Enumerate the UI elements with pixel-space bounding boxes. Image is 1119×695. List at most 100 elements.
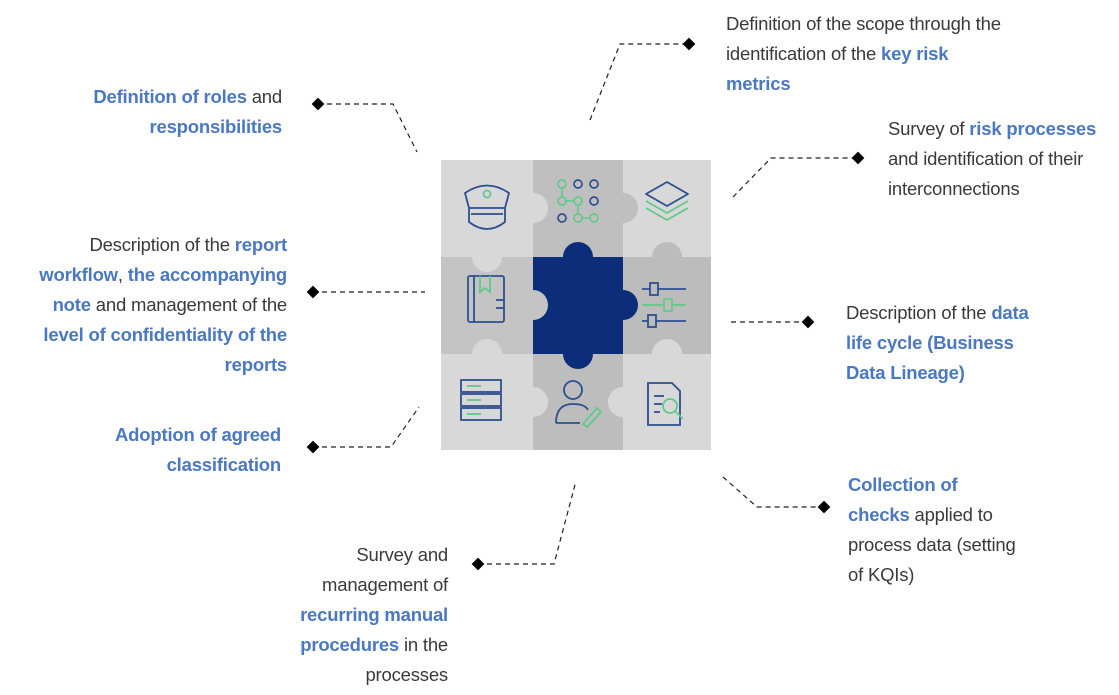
label-text: applied to: [909, 504, 993, 525]
label-roles: Definition of roles and responsibilities: [93, 82, 282, 142]
label-text: processes: [365, 664, 448, 685]
highlighted-text: checks: [848, 504, 910, 525]
network-nodes-icon: [557, 179, 599, 223]
label-line: Description of the report: [39, 230, 287, 260]
highlighted-text: data: [991, 302, 1029, 323]
label-line: Data Lineage): [846, 358, 1029, 388]
label-line: procedures in the: [300, 630, 448, 660]
document-stack-icon: [460, 379, 502, 421]
highlighted-text: responsibilities: [149, 116, 282, 137]
puzzle-knob: [608, 193, 638, 223]
label-line: checks applied to: [848, 500, 1016, 530]
puzzle-knob: [652, 242, 682, 272]
connector-diamond: [817, 500, 831, 514]
label-line: recurring manual: [300, 600, 448, 630]
user-edit-icon: [555, 380, 603, 429]
highlighted-text: metrics: [726, 73, 791, 94]
highlighted-text: Collection of: [848, 474, 958, 495]
highlighted-text: recurring manual: [300, 604, 448, 625]
highlighted-text: procedures: [300, 634, 399, 655]
connector-diamond: [306, 285, 320, 299]
puzzle-piece-center: [533, 257, 623, 354]
label-line: Definition of the scope through the: [726, 9, 1001, 39]
connector-checks: [722, 476, 824, 508]
label-line: Description of the data: [846, 298, 1029, 328]
highlighted-text: level of confidentiality of the: [43, 324, 287, 345]
label-line: processes: [300, 660, 448, 690]
connector-manual-procedures: [478, 480, 577, 565]
connector-diamond: [306, 440, 320, 454]
label-text: in the: [399, 634, 448, 655]
label-text: Description of the: [846, 302, 992, 323]
connectors: [313, 43, 858, 565]
label-text: Survey and: [356, 544, 448, 565]
label-line: identification of the key risk: [726, 39, 1001, 69]
label-text: ,: [117, 264, 128, 285]
label-line: interconnections: [888, 174, 1096, 204]
label-line: process data (setting: [848, 530, 1016, 560]
puzzle-knob: [608, 290, 638, 320]
document-search-icon: [647, 382, 684, 426]
puzzle-knob: [518, 387, 548, 417]
highlighted-text: classification: [166, 454, 282, 475]
connector-diamond: [471, 557, 485, 571]
puzzle-grid: [441, 160, 711, 450]
label-text: identification of the: [726, 43, 882, 64]
label-line: Definition of roles and: [93, 82, 282, 112]
sliders-icon: [642, 282, 686, 328]
highlighted-text: reports: [224, 354, 288, 375]
highlighted-text: Definition of roles: [93, 86, 247, 107]
police-cap-icon: [464, 184, 510, 230]
connector-diamond: [311, 97, 325, 111]
puzzle-piece-bottom-left: [441, 354, 533, 450]
label-line: metrics: [726, 69, 1001, 99]
label-line: life cycle (Business: [846, 328, 1029, 358]
label-line: and identification of their: [888, 144, 1096, 174]
book-icon: [467, 275, 505, 323]
highlighted-text: key risk: [881, 43, 949, 64]
label-scope: Definition of the scope through the ident…: [726, 9, 1001, 99]
label-line: responsibilities: [93, 112, 282, 142]
puzzle-knob: [563, 339, 593, 369]
connector-diamond: [682, 37, 696, 51]
highlighted-text: the accompanying: [127, 264, 287, 285]
label-text: and: [246, 86, 282, 107]
label-classification: Adoption of agreed classification: [115, 420, 281, 480]
label-line: Survey of risk processes: [888, 114, 1096, 144]
label-risk-processes: Survey of risk processes and identificati…: [888, 114, 1096, 204]
highlighted-text: report: [234, 234, 287, 255]
label-line: of KQIs): [848, 560, 1016, 590]
highlighted-text: Adoption of agreed: [115, 424, 281, 445]
label-text: management of: [322, 574, 448, 595]
connector-risk-processes: [732, 157, 858, 198]
highlighted-text: Data Lineage): [846, 362, 965, 383]
puzzle-knob: [652, 339, 682, 369]
label-line: classification: [115, 450, 282, 480]
label-text: Definition of the scope through the: [726, 13, 1001, 34]
puzzle-piece-middle-left: [441, 257, 533, 354]
label-line: workflow, the accompanying: [39, 260, 287, 290]
highlighted-text: note: [52, 294, 91, 315]
puzzle-knob: [472, 339, 502, 369]
label-line: Adoption of agreed: [115, 420, 281, 450]
label-text: Survey of: [888, 118, 970, 139]
highlighted-text: risk processes: [969, 118, 1097, 139]
label-line: note and management of the: [39, 290, 288, 320]
puzzle-knob: [563, 242, 593, 272]
label-text: interconnections: [888, 178, 1020, 199]
highlighted-text: workflow: [39, 264, 118, 285]
puzzle-knob: [472, 242, 502, 272]
label-manual-procedures: Survey and management of recurring manual p…: [300, 540, 448, 690]
label-line: level of confidentiality of the: [39, 320, 287, 350]
connector-scope: [589, 43, 689, 121]
puzzle-knob: [518, 193, 548, 223]
label-line: management of: [300, 570, 448, 600]
label-text: and identification of their: [888, 148, 1084, 169]
connector-classification: [313, 406, 420, 448]
connector-roles: [318, 103, 418, 153]
label-line: Survey and: [300, 540, 448, 570]
